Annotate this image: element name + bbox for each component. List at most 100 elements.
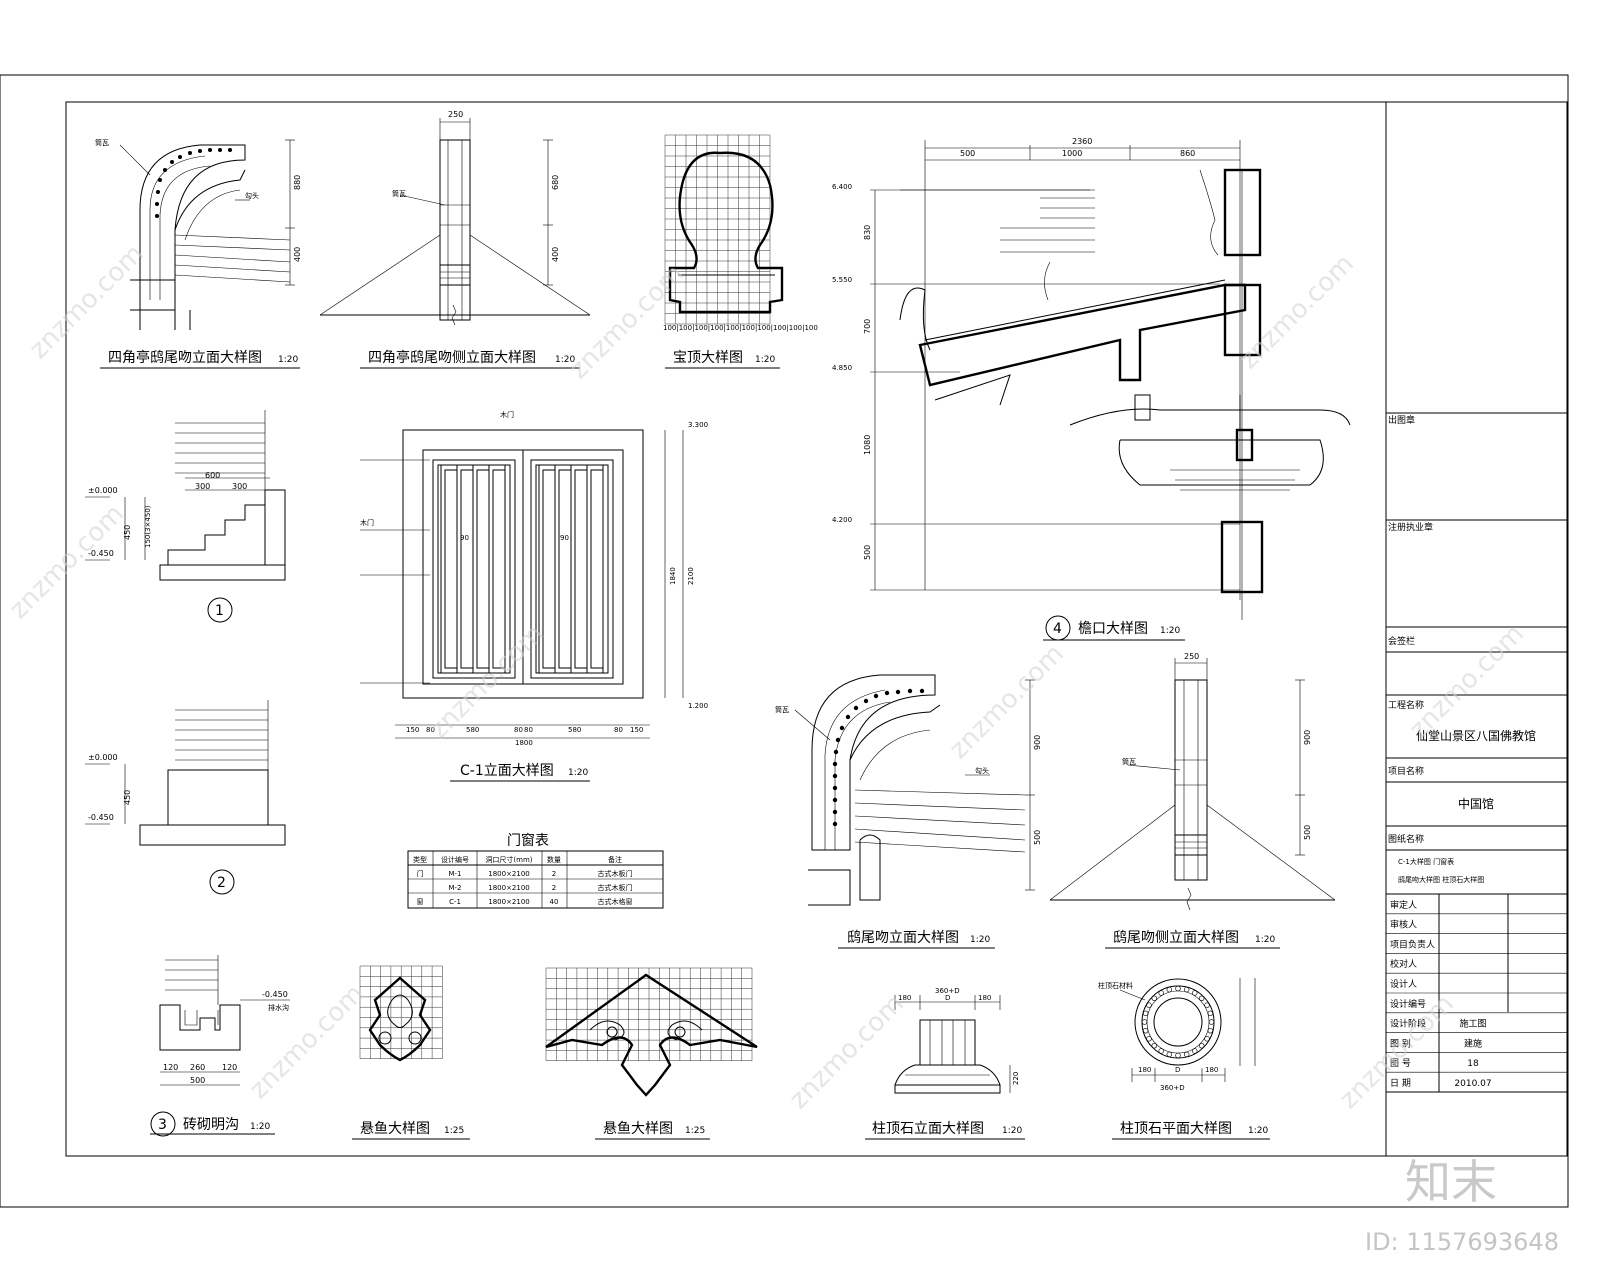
wm-site-4: znzmo.com — [4, 499, 130, 625]
dim-250a: 250 — [448, 110, 463, 119]
elev-m450b: -0.450 — [88, 813, 114, 822]
dim-220: 220 — [1012, 1072, 1020, 1085]
dim-400: 400 — [293, 247, 302, 262]
schedule-cell: 2 — [552, 884, 556, 892]
caption-10-scale: 1:25 — [685, 1126, 705, 1136]
caption-8-num: 3 — [158, 1117, 167, 1133]
schedule-cell: 古式木板门 — [598, 883, 633, 892]
dim-180d: 180 — [1205, 1066, 1218, 1074]
caption-4: 檐口大样图 — [1078, 621, 1148, 637]
fish-grid-large — [545, 967, 753, 1061]
caption-1: 四角亭鸱尾吻立面大样图 — [108, 349, 262, 366]
dim-D2: D — [1175, 1066, 1180, 1074]
dim-180a: 180 — [898, 994, 911, 1002]
wm-site-2: znzmo.com — [564, 259, 690, 385]
schedule-cell: 窗 — [417, 897, 424, 906]
dim-90b: 90 — [560, 534, 569, 542]
schedule-header: 类型 — [413, 855, 427, 864]
elev-0b: ±0.000 — [88, 753, 118, 762]
dim-1840: 1840 — [669, 567, 677, 585]
elev-1200: 1.200 — [688, 702, 708, 710]
tb-role-9: 日 期 — [1390, 1078, 1411, 1089]
dim-500e: 500 — [190, 1076, 205, 1085]
tb-role-6: 设计阶段 — [1390, 1018, 1426, 1030]
caption-6: 鸱尾吻立面大样图 — [847, 929, 959, 946]
tb-role-3: 校对人 — [1390, 958, 1417, 970]
schedule-cell: 1800×2100 — [488, 884, 530, 892]
label-tile-2: 筒瓦 — [392, 189, 406, 198]
wm-site-1: znzmo.com — [24, 239, 150, 365]
finial-scale-row: 100|100|100|100|100|100|100|100|100|100 — [663, 324, 818, 332]
caption-12-scale: 1:20 — [1248, 1126, 1268, 1136]
brick-drain: -0.450 120 260 120 500 排水沟 — [159, 955, 290, 1086]
label-win-out: 木门 — [500, 410, 514, 419]
dim-400b: 400 — [551, 247, 560, 262]
schedule-cell: 2 — [552, 870, 556, 878]
dim-500b: 500 — [863, 545, 872, 560]
ridge-dots-2 — [832, 688, 925, 827]
dim-D: D — [945, 994, 950, 1002]
watermark-layer: znzmo.com znzmo.com znzmo.com znzmo.com … — [4, 239, 1530, 1115]
dim-860: 860 — [1180, 149, 1195, 158]
svg-text:5.550: 5.550 — [832, 276, 852, 284]
dim-90a: 90 — [460, 534, 469, 542]
dim-880: 880 — [293, 175, 302, 190]
schedule-header: 洞口尺寸(mm) — [485, 855, 532, 864]
tb-role-8: 图 号 — [1390, 1058, 1411, 1069]
hanging-fish-small — [359, 965, 443, 1062]
petal-ring — [1141, 985, 1215, 1059]
dim-680: 680 — [551, 175, 560, 190]
eaves-note-lines — [900, 189, 1095, 253]
label-gou: 排水沟 — [268, 1003, 289, 1012]
caption-11-scale: 1:20 — [1002, 1126, 1022, 1136]
tb-role-4: 设计人 — [1390, 978, 1417, 990]
schedule-cell: 门 — [417, 869, 424, 878]
caption-1-scale: 1:20 — [278, 355, 298, 365]
project-name: 仙堂山景区八国佛教馆 — [1416, 728, 1536, 743]
caption-12: 柱顶石平面大样图 — [1120, 1121, 1232, 1137]
id-watermark: ID: 1157693648 — [1365, 1228, 1559, 1256]
sub-label: 项目名称 — [1388, 765, 1424, 777]
wm-site-6: znzmo.com — [944, 639, 1070, 765]
tb-value-8: 18 — [1467, 1059, 1479, 1069]
step-2-num: 2 — [217, 875, 226, 891]
dim-600: 600 — [205, 471, 220, 480]
dim-360d-b: 360+D — [1160, 1084, 1185, 1092]
tb-value-9: 2010.07 — [1454, 1079, 1491, 1089]
dim-450: 450 — [123, 525, 132, 540]
tb-value-6: 施工图 — [1459, 1018, 1486, 1030]
label-tile-4: 筒瓦 — [1122, 757, 1136, 766]
dim-360d: 360+D — [935, 987, 960, 995]
dim-830: 830 — [863, 225, 872, 240]
caption-7: 鸱尾吻侧立面大样图 — [1113, 929, 1239, 946]
svg-text:4.200: 4.200 — [832, 516, 852, 524]
fish-grid-small — [359, 965, 443, 1059]
dim-120b: 120 — [222, 1063, 237, 1072]
caption-5-scale: 1:20 — [568, 768, 588, 778]
window-c1-elevation: 150 80 580 80 80 580 80 150 1800 1840 21… — [360, 410, 708, 747]
label-win-in: 木门 — [360, 518, 374, 527]
label-tile-3: 筒瓦 — [775, 705, 789, 714]
dim-1000: 1000 — [1062, 149, 1082, 158]
caption-7-scale: 1:20 — [1255, 935, 1275, 945]
drawing-label: 图纸名称 — [1388, 833, 1424, 845]
tb-role-0: 审定人 — [1390, 899, 1417, 911]
caption-6-scale: 1:20 — [970, 935, 990, 945]
dim-180b: 180 — [978, 994, 991, 1002]
outer-frame — [0, 74, 1569, 1208]
label-tile-1: 筒瓦 — [95, 138, 109, 147]
dim-700: 700 — [863, 319, 872, 334]
inner-frame — [65, 101, 1568, 1157]
schedule-header: 数量 — [547, 855, 561, 864]
svg-text:4.850: 4.850 — [832, 364, 852, 372]
dim-180c: 180 — [1138, 1066, 1151, 1074]
dim-250b: 250 — [1184, 652, 1199, 661]
schedule-header: 备注 — [608, 855, 622, 864]
schedule-cell: 1800×2100 — [488, 870, 530, 878]
tb-role-1: 审核人 — [1390, 919, 1417, 931]
window-bars — [440, 465, 604, 673]
caption-11: 柱顶石立面大样图 — [872, 1121, 984, 1137]
